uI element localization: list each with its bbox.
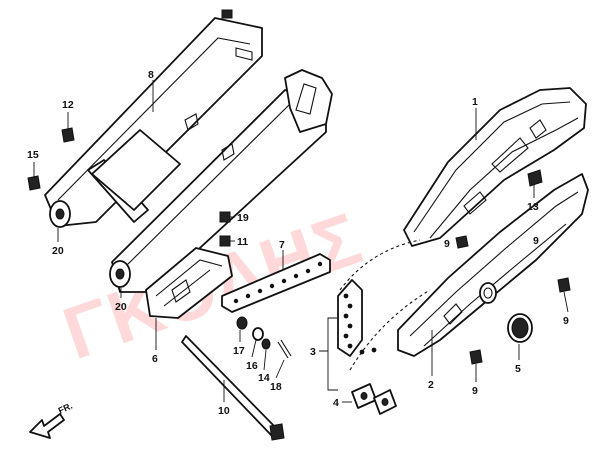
callout-numbers: 8 12 15 20 20 6 19 11 7 17 16 14 18 10 3… <box>27 69 569 417</box>
callout-7: 7 <box>279 239 285 251</box>
upper-chain-case <box>403 87 587 247</box>
callout-2: 2 <box>428 379 434 391</box>
callout-11: 11 <box>237 236 248 248</box>
callout-19: 19 <box>237 212 249 224</box>
callout-3: 3 <box>310 346 316 358</box>
callout-5: 5 <box>515 363 521 375</box>
callout-18: 18 <box>270 381 282 393</box>
callout-6: 6 <box>152 353 158 365</box>
callout-16: 16 <box>246 360 258 372</box>
callout-20-right: 20 <box>115 301 127 313</box>
callout-20-left: 20 <box>52 245 64 257</box>
adjuster-plate <box>221 253 331 313</box>
callout-4: 4 <box>333 397 339 409</box>
callout-9-case: 9 <box>533 235 539 247</box>
svg-text:FR.: FR. <box>57 401 74 416</box>
rear-axle <box>181 335 285 441</box>
callout-17: 17 <box>233 345 245 357</box>
master-link <box>351 383 397 415</box>
callout-9-right: 9 <box>563 315 569 327</box>
callout-9-upper: 9 <box>444 238 450 250</box>
drive-chain <box>337 239 431 371</box>
callout-9-lower: 9 <box>472 385 478 397</box>
leader-lines <box>33 80 569 403</box>
inspection-cap <box>507 313 533 343</box>
hardware <box>27 127 571 365</box>
front-direction-arrow-icon: FR. <box>29 401 74 439</box>
callout-12: 12 <box>62 99 74 111</box>
swingarm <box>44 9 333 293</box>
callout-1: 1 <box>472 96 478 108</box>
callout-10: 10 <box>218 405 230 417</box>
callout-8: 8 <box>148 69 154 81</box>
chain-slider <box>145 247 233 319</box>
callout-13: 13 <box>527 201 539 213</box>
callout-14: 14 <box>258 372 270 384</box>
lower-chain-case <box>397 173 589 357</box>
callout-15: 15 <box>27 149 39 161</box>
